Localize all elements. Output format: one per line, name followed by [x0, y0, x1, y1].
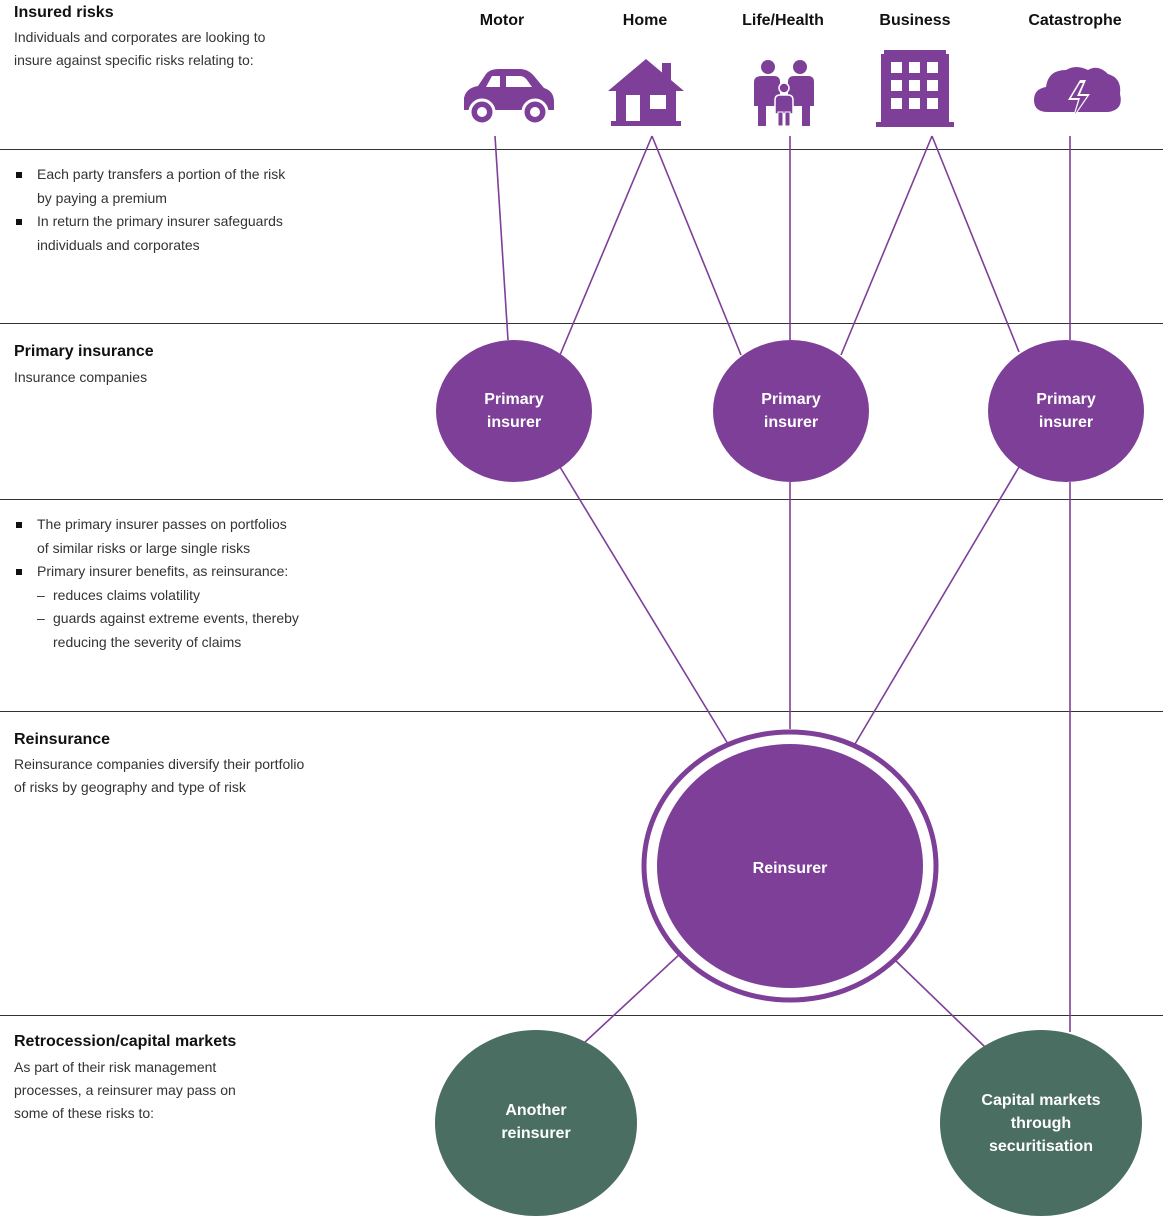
primary-insurer-label-3: Primary insurer [1006, 388, 1126, 434]
transfer-bullet-2-line-1: In return the primary insurer safeguards [37, 213, 283, 229]
reinsurance-sub-item-2-line-1: guards against extreme events, thereby [53, 610, 299, 626]
capital-markets-label: Capital markets through securitisation [961, 1089, 1121, 1158]
link-primary3-reinsurer [854, 466, 1020, 745]
another-reinsurer-node [435, 1030, 637, 1216]
reinsurer-outer-ring [641, 729, 939, 1003]
reinsurance-bullet-1-line-1: The primary insurer passes on portfolios [37, 516, 287, 532]
link-motor-primary1 [494, 135, 509, 341]
link-business-primary2 [840, 135, 933, 356]
car-icon [464, 69, 554, 126]
divider-2 [0, 323, 1163, 324]
link-home-primary1 [559, 135, 653, 356]
link-business-primary3 [931, 135, 1020, 353]
family-icon [754, 60, 814, 127]
another-reinsurer-label-line-1: Another [505, 1102, 567, 1119]
another-reinsurer-label-line-2: reinsurer [501, 1125, 571, 1142]
divider-1 [0, 149, 1163, 150]
category-label-motor: Motor [479, 12, 525, 29]
reinsurance-sub-item-2: – guards against extreme events, thereby… [37, 607, 299, 654]
link-reinsurer-capital [895, 960, 986, 1048]
link-reinsurer-another [583, 952, 682, 1044]
capital-markets-label-line-2: through [1010, 1115, 1072, 1132]
category-label-life-health: Life/Health [742, 12, 824, 29]
storm-cloud-icon [1034, 67, 1121, 120]
insured-risks-desc-line-2: insure against specific risks relating t… [14, 52, 254, 68]
reinsurance-sub-list: – reduces claims volatility – guards aga… [37, 584, 299, 655]
bullet-square-icon [16, 522, 22, 528]
primary-insurance-title: Primary insurance [14, 343, 154, 360]
house-icon [608, 59, 684, 126]
bullet-square-icon [16, 172, 22, 178]
reinsurance-bullet-1-line-2: of similar risks or large single risks [37, 539, 251, 556]
reinsurance-sub-item-1-text: reduces claims volatility [53, 586, 201, 603]
divider-4 [0, 711, 1163, 712]
transfer-bullet-2: In return the primary insurer safeguards… [14, 210, 285, 257]
primary-insurer-node-2 [713, 340, 869, 482]
capital-markets-label-line-3: securitisation [988, 1138, 1094, 1155]
building-icon [876, 50, 954, 127]
retrocession-title: Retrocession/capital markets [14, 1033, 237, 1050]
transfer-bullet-2-line-2: individuals and corporates [37, 236, 200, 253]
primary-insurer-label-2-line-1: Primary [761, 391, 821, 408]
primary-insurer-label-1-line-2: insurer [486, 414, 542, 431]
transfer-bullet-1-line-1: Each party transfers a portion of the ri… [37, 166, 286, 182]
primary-insurer-node-1 [436, 340, 592, 482]
bullet-square-icon [16, 219, 22, 225]
transfer-bullet-list: Each party transfers a portion of the ri… [14, 163, 285, 257]
retrocession-desc-line-1: As part of their risk management [14, 1059, 217, 1075]
insured-risks-title: Insured risks [14, 4, 114, 21]
capital-markets-label-line-1: Capital markets [981, 1092, 1101, 1109]
category-label-business: Business [879, 12, 951, 29]
reinsurance-sub-item-2-line-2: reducing the severity of claims [53, 633, 242, 650]
insured-risks-desc: Individuals and corporates are looking t… [14, 26, 265, 72]
primary-insurer-label-2-line-2: insurer [763, 414, 819, 431]
dash-icon: – [37, 610, 45, 626]
link-home-primary2 [651, 135, 742, 356]
reinsurance-bullet-1: The primary insurer passes on portfolios… [14, 513, 299, 560]
primary-insurance-desc: Insurance companies [14, 369, 148, 385]
bullet-square-icon [16, 569, 22, 575]
reinsurance-bullet-2: Primary insurer benefits, as reinsurance… [14, 560, 299, 654]
primary-insurer-label-3-line-1: Primary [1036, 391, 1096, 408]
divider-5 [0, 1015, 1163, 1016]
primary-insurer-label-1: Primary insurer [454, 388, 574, 434]
insured-risks-desc-line-1: Individuals and corporates are looking t… [14, 29, 266, 45]
retrocession-desc-line-2: processes, a reinsurer may pass on [14, 1082, 236, 1098]
primary-insurer-node-3 [988, 340, 1144, 482]
transfer-bullet-1: Each party transfers a portion of the ri… [14, 163, 285, 210]
another-reinsurer-label: Another reinsurer [466, 1099, 606, 1145]
reinsurance-sub-item-1: – reduces claims volatility [37, 584, 299, 608]
reinsurance-desc-line-1: Reinsurance companies diversify their po… [14, 756, 305, 772]
link-primary1-reinsurer [559, 466, 729, 745]
reinsurance-desc: Reinsurance companies diversify their po… [14, 753, 304, 799]
reinsurance-title: Reinsurance [14, 731, 111, 748]
primary-insurer-label-1-line-1: Primary [484, 391, 544, 408]
primary-insurer-label-2: Primary insurer [731, 388, 851, 434]
reinsurance-bullet-2-line: Primary insurer benefits, as reinsurance… [37, 563, 289, 579]
divider-3 [0, 499, 1163, 500]
reinsurance-desc-line-2: of risks by geography and type of risk [14, 779, 246, 795]
reinsurer-node [657, 744, 923, 988]
reinsurer-label: Reinsurer [752, 860, 828, 877]
primary-insurer-label-3-line-2: insurer [1038, 414, 1094, 431]
category-label-catastrophe: Catastrophe [1028, 12, 1122, 29]
retrocession-desc: As part of their risk management process… [14, 1056, 236, 1125]
transfer-bullet-1-line-2: by paying a premium [37, 189, 167, 206]
retrocession-desc-line-3: some of these risks to: [14, 1105, 155, 1121]
reinsurance-bullet-list: The primary insurer passes on portfolios… [14, 513, 299, 654]
category-label-home: Home [622, 12, 668, 29]
capital-markets-node [940, 1030, 1142, 1216]
dash-icon: – [37, 586, 45, 603]
